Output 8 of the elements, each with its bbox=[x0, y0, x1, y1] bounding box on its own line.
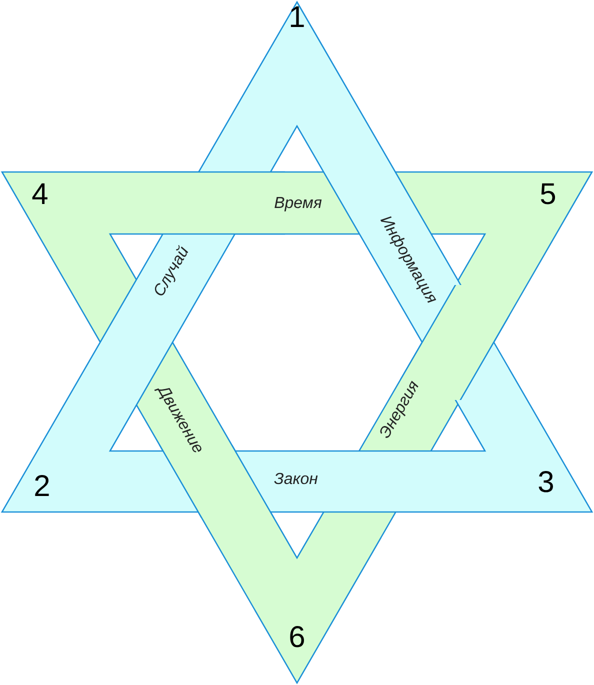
corner-number: 4 bbox=[32, 180, 48, 210]
corner-number: 2 bbox=[34, 472, 50, 502]
band-label: Время bbox=[274, 196, 322, 212]
corner-number: 3 bbox=[538, 468, 554, 498]
corner-number: 5 bbox=[540, 180, 556, 210]
band-label: Закон bbox=[274, 472, 318, 488]
corner-number: 6 bbox=[288, 623, 306, 653]
corner-number: 1 bbox=[288, 3, 306, 33]
